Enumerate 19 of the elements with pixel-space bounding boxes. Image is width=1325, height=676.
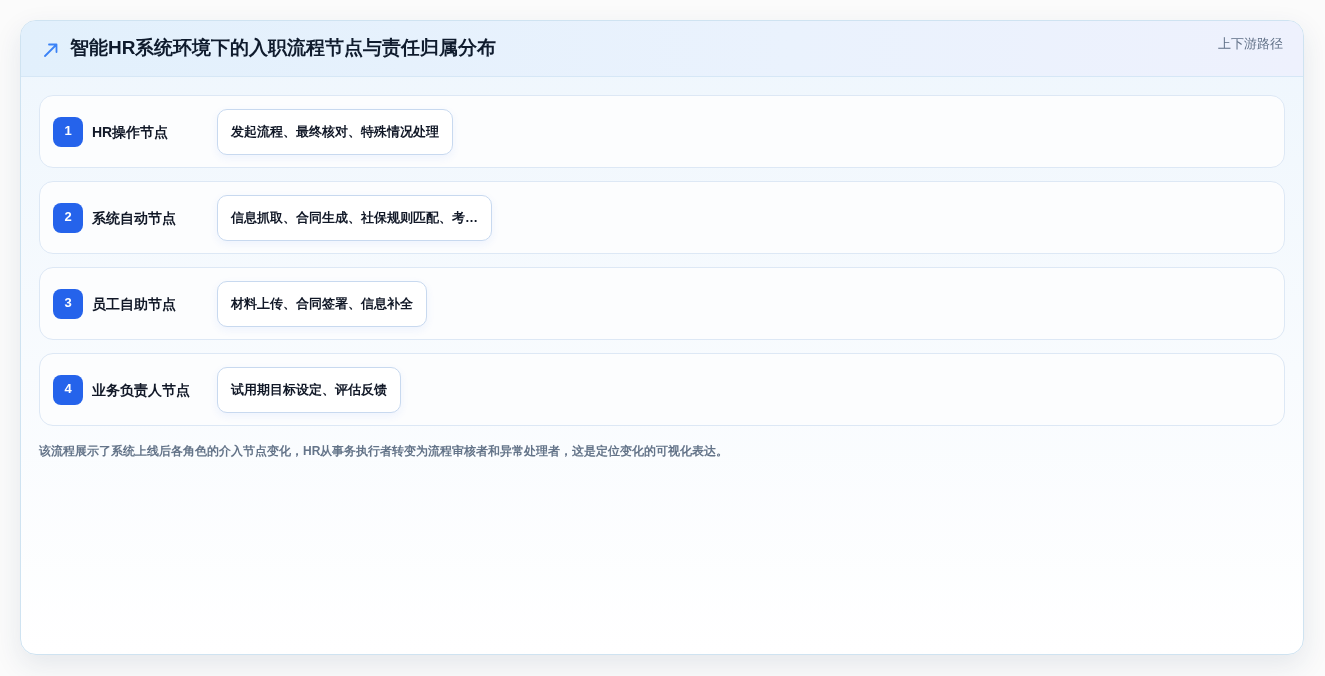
row-band xyxy=(39,181,1285,254)
task-pill: 信息抓取、合同生成、社保规则匹配、考… xyxy=(217,195,492,241)
row-label: 员工自助节点 xyxy=(92,295,176,314)
number-badge: 1 xyxy=(53,117,83,147)
task-pill: 发起流程、最终核对、特殊情况处理 xyxy=(217,109,453,155)
task-pill: 材料上传、合同签署、信息补全 xyxy=(217,281,427,327)
row-band xyxy=(39,95,1285,168)
caption: 该流程展示了系统上线后各角色的介入节点变化，HR从事务执行者转变为流程审核者和异常处理者，这是定位变化的可视化表达。 xyxy=(39,443,729,460)
header-label: 上下游路径 xyxy=(1218,35,1283,53)
task-pill: 试用期目标设定、评估反馈 xyxy=(217,367,401,413)
number-badge: 2 xyxy=(53,203,83,233)
row-label: HR操作节点 xyxy=(92,123,169,142)
row-band xyxy=(39,353,1285,426)
number-badge: 4 xyxy=(53,375,83,405)
title: 智能HR系统环境下的入职流程节点与责任归属分布 xyxy=(70,36,497,60)
row-label: 系统自动节点 xyxy=(92,209,176,228)
number-badge: 3 xyxy=(53,289,83,319)
row-label: 业务负责人节点 xyxy=(92,381,190,400)
row-band xyxy=(39,267,1285,340)
